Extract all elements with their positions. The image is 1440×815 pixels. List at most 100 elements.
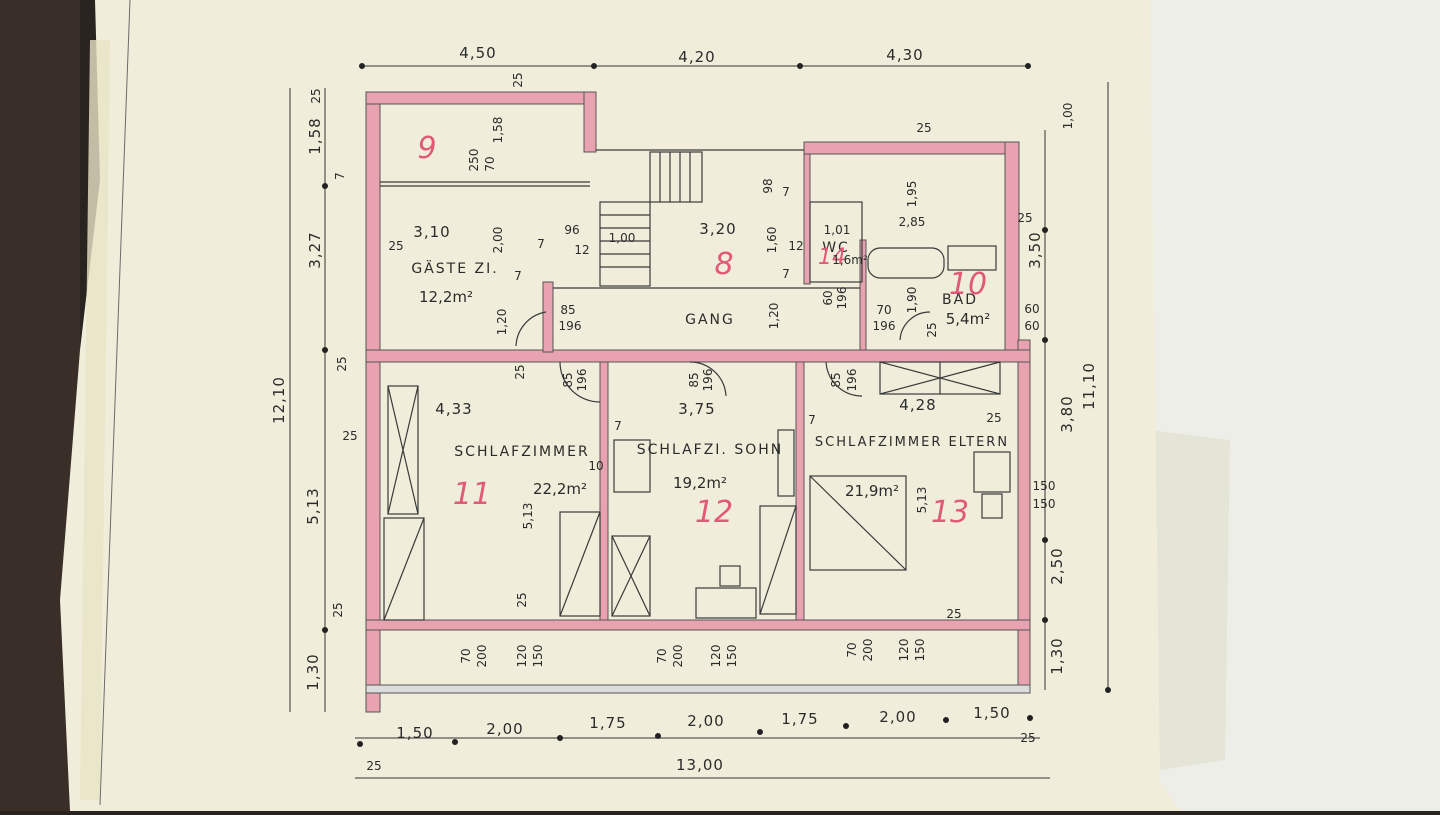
- room-11-small-1: 5,13: [521, 503, 535, 530]
- margin-line: [99, 0, 131, 806]
- bad-small-5: 196: [873, 319, 896, 333]
- right-dim-2: 25: [1017, 211, 1032, 225]
- right-dim-5: 60: [1024, 319, 1039, 333]
- room-13-width: 4,28: [899, 396, 936, 414]
- left-dim-2: 1,58: [306, 117, 324, 154]
- room-9-small-10: 1,20: [495, 309, 509, 336]
- paper-sheet: [60, 0, 1180, 811]
- bad-name: BAD: [942, 292, 978, 308]
- window-4-top: 120: [709, 645, 723, 668]
- wc-number: 14: [818, 245, 846, 270]
- room-13-small-3: 196: [845, 369, 859, 392]
- room-8-small-4: 7: [782, 267, 790, 281]
- bad-small-1: 1,95: [905, 181, 919, 208]
- wc-area: 1,6m²: [832, 253, 868, 267]
- window-4-bottom: 150: [725, 645, 739, 668]
- pencil-lines: [380, 149, 1011, 621]
- room-9-small-1: 2,00: [491, 227, 505, 254]
- room-8-small-2: 7: [782, 185, 790, 199]
- dimension-ticks: [322, 63, 1111, 747]
- bottom-wall-right: 25: [1020, 731, 1035, 745]
- extra-label-1: 25: [515, 592, 529, 607]
- room-9-small-5: 7: [537, 237, 545, 251]
- right-total: 11,10: [1080, 362, 1098, 410]
- right-dim-6: 3,80: [1058, 395, 1076, 432]
- bottom-total: 13,00: [676, 756, 724, 774]
- room-8-width: 3,20: [699, 220, 736, 238]
- gang-name: GANG: [685, 312, 735, 328]
- window-5-bottom: 200: [861, 639, 875, 662]
- room-13-small-4: 7: [808, 413, 816, 427]
- right-dim-10: 1,30: [1048, 637, 1066, 674]
- room-13-name: SCHLAFZIMMER ELTERN: [815, 435, 1009, 450]
- paper-fold: [80, 40, 110, 800]
- walls: [365, 91, 1031, 713]
- room-13-small-5: 25: [986, 411, 1001, 425]
- room-12-small-2: 196: [701, 369, 715, 392]
- room-12-small-1: 85: [687, 372, 701, 387]
- left-dim-6: 5,13: [304, 487, 322, 524]
- upper-left-small-1: 250: [467, 149, 481, 172]
- room-13-small-1: 5,13: [915, 487, 929, 514]
- right-dim-9: 2,50: [1048, 547, 1066, 584]
- room-9-name: GÄSTE ZI.: [411, 259, 498, 277]
- room-12-area: 19,2m²: [673, 474, 727, 492]
- room-12-small-3: 7: [614, 419, 622, 433]
- bad-small-8: 196: [835, 287, 849, 310]
- right-dim-1: 1,00: [1061, 103, 1075, 130]
- bottom-dim-4: 2,00: [687, 712, 724, 730]
- room-9-small-8: 85: [560, 303, 575, 317]
- room-11-number: 11: [453, 477, 491, 512]
- room-8-number: 8: [714, 247, 733, 282]
- window-6-bottom: 150: [913, 639, 927, 662]
- bad-small-2: 25: [916, 121, 931, 135]
- left-dim-1: 25: [309, 88, 323, 103]
- room-11-small-3: 196: [575, 369, 589, 392]
- wc-width: 1,01: [824, 223, 851, 237]
- bad-area: 5,4m²: [946, 310, 990, 328]
- room-9-small-2: 96: [564, 223, 579, 237]
- bottom-dim-6: 2,00: [879, 708, 916, 726]
- extra-label-2: 25: [946, 607, 961, 621]
- left-dim-3: 7: [333, 172, 347, 180]
- room-11-name: SCHLAFZIMMER: [454, 444, 589, 460]
- room-11-small-2: 85: [561, 372, 575, 387]
- room-9-number: 9: [417, 131, 436, 166]
- bottom-dim-2: 2,00: [486, 720, 523, 738]
- top-dim-3: 4,30: [886, 46, 923, 64]
- room-11-small-5: 10: [588, 459, 603, 473]
- window-1-bottom: 200: [475, 645, 489, 668]
- left-dim-8: 1,30: [304, 653, 322, 690]
- room-13-area: 21,9m²: [845, 482, 899, 500]
- window-3-bottom: 200: [671, 645, 685, 668]
- bottom-dim-1: 1,50: [396, 724, 433, 742]
- room-8-small-6: 1,20: [767, 303, 781, 330]
- window-2-top: 120: [515, 645, 529, 668]
- window-3-top: 70: [655, 648, 669, 663]
- right-dim-7: 150: [1033, 479, 1056, 493]
- room-9-area: 12,2m²: [419, 288, 473, 306]
- right-dim-3: 3,50: [1026, 231, 1044, 268]
- room-11-width: 4,33: [435, 400, 472, 418]
- window-1-top: 70: [459, 648, 473, 663]
- bad-small-3: 25: [925, 322, 939, 337]
- extra-label-3: 25: [513, 364, 527, 379]
- right-dim-4: 60: [1024, 302, 1039, 316]
- room-8-small-3: 1,60: [765, 227, 779, 254]
- upper-left-small-2: 70: [483, 156, 497, 171]
- wc-name: WC: [822, 240, 850, 256]
- room-12-width: 3,75: [678, 400, 715, 418]
- bottom-wall-left: 25: [366, 759, 381, 773]
- room-8-small-1: 98: [761, 178, 775, 193]
- left-dim-4: 3,27: [306, 231, 324, 268]
- bad-small-6: 1,90: [905, 287, 919, 314]
- bottom-dim-7: 1,50: [973, 704, 1010, 722]
- bottom-dim-3: 1,75: [589, 714, 626, 732]
- bad-small-4: 70: [876, 303, 891, 317]
- room-12-number: 12: [695, 495, 733, 530]
- room-9-small-7: 25: [388, 239, 403, 253]
- room-8-small-5: 12: [788, 239, 803, 253]
- top-dim-1: 4,50: [459, 44, 496, 62]
